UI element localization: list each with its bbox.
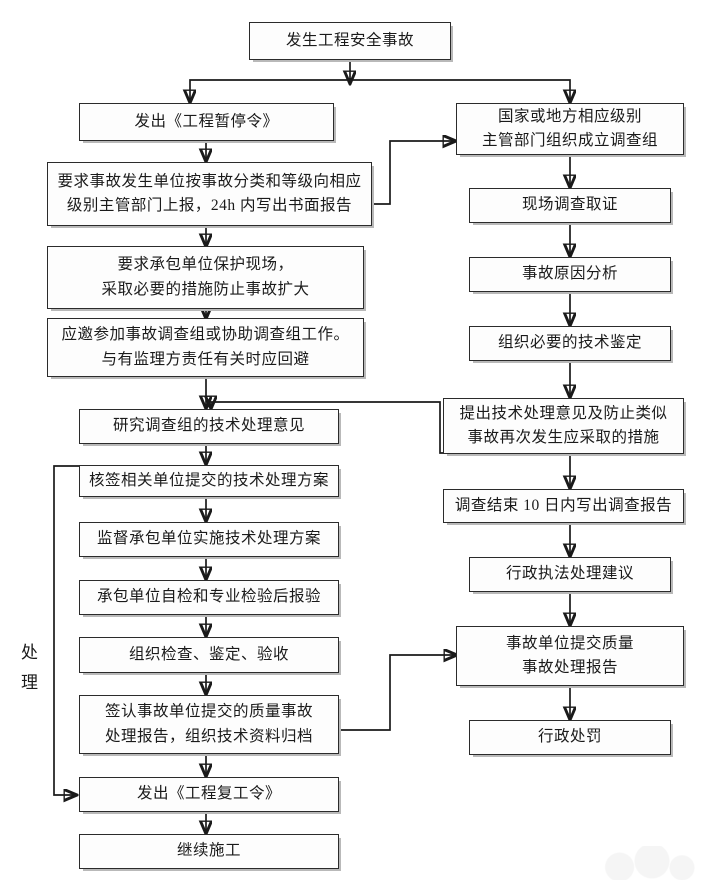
node-join-investigation[interactable]: 应邀参加事故调查组或协助调查组工作。 与有监理方责任有关时应回避 — [47, 318, 364, 377]
node-accident-label: 发生工程安全事故 — [285, 31, 414, 49]
node-protect-site[interactable]: 要求承包单位保护现场， 采取必要的措施防止事故扩大 — [47, 246, 364, 309]
node-self-inspection[interactable]: 承包单位自检和专业检验后报验 — [79, 580, 339, 615]
node-continue-work[interactable]: 继续施工 — [79, 834, 339, 869]
node-enforcement-advice-label: 行政执法处理建议 — [505, 565, 634, 583]
node-form-team-label: 国家或地方相应级别 主管部门组织成立调查组 — [481, 107, 658, 149]
node-suspend-order[interactable]: 发出《工程暂停令》 — [79, 103, 334, 141]
node-supervise-plan-label: 监督承包单位实施技术处理方案 — [96, 530, 321, 548]
node-cause-analysis-label: 事故原因分析 — [521, 265, 618, 283]
node-study-opinion[interactable]: 研究调查组的技术处理意见 — [79, 409, 339, 444]
node-join-investigation-label: 应邀参加事故调查组或协助调查组工作。 与有监理方责任有关时应回避 — [61, 326, 350, 368]
node-organize-check[interactable]: 组织检查、鉴定、验收 — [79, 637, 339, 673]
node-study-opinion-label: 研究调查组的技术处理意见 — [112, 417, 305, 435]
node-submit-quality-report[interactable]: 事故单位提交质量 事故处理报告 — [456, 626, 684, 686]
node-supervise-plan[interactable]: 监督承包单位实施技术处理方案 — [79, 522, 339, 557]
node-sign-report[interactable]: 签认事故单位提交的质量事故 处理报告，组织技术资料归档 — [79, 695, 339, 754]
side-label-handling: 处理 — [21, 643, 39, 692]
node-countersign-plan-label: 核签相关单位提交的技术处理方案 — [88, 471, 329, 489]
node-tech-appraisal[interactable]: 组织必要的技术鉴定 — [469, 326, 671, 361]
watermark — [586, 846, 706, 880]
node-accident[interactable]: 发生工程安全事故 — [249, 22, 451, 60]
node-submit-quality-report-label: 事故单位提交质量 事故处理报告 — [505, 634, 634, 676]
node-organize-check-label: 组织检查、鉴定、验收 — [128, 645, 289, 663]
node-tech-opinion-label: 提出技术处理意见及防止类似 事故再次发生应采取的措施 — [459, 404, 668, 446]
node-tech-appraisal-label: 组织必要的技术鉴定 — [497, 334, 642, 352]
node-investigation-report[interactable]: 调查结束 10 日内写出调查报告 — [443, 489, 684, 523]
node-sign-report-label: 签认事故单位提交的质量事故 处理报告，组织技术资料归档 — [104, 703, 313, 745]
node-tech-opinion[interactable]: 提出技术处理意见及防止类似 事故再次发生应采取的措施 — [443, 398, 684, 454]
node-penalty-label: 行政处罚 — [537, 728, 602, 746]
node-suspend-order-label: 发出《工程暂停令》 — [134, 112, 279, 130]
node-site-investigation[interactable]: 现场调查取证 — [469, 188, 671, 223]
node-cause-analysis[interactable]: 事故原因分析 — [469, 257, 671, 292]
node-investigation-report-label: 调查结束 10 日内写出调查报告 — [454, 496, 673, 514]
node-report-24h-label: 要求事故发生单位按事故分类和等级向相应 级别主管部门上报，24h 内写出书面报告 — [57, 172, 362, 214]
node-resume-order[interactable]: 发出《工程复工令》 — [79, 777, 339, 812]
node-enforcement-advice[interactable]: 行政执法处理建议 — [469, 557, 671, 592]
node-site-investigation-label: 现场调查取证 — [521, 196, 618, 214]
node-penalty[interactable]: 行政处罚 — [469, 720, 671, 755]
node-report-24h[interactable]: 要求事故发生单位按事故分类和等级向相应 级别主管部门上报，24h 内写出书面报告 — [47, 162, 372, 226]
node-countersign-plan[interactable]: 核签相关单位提交的技术处理方案 — [79, 465, 339, 497]
node-continue-work-label: 继续施工 — [176, 842, 241, 860]
node-self-inspection-label: 承包单位自检和专业检验后报验 — [96, 588, 321, 606]
node-form-team[interactable]: 国家或地方相应级别 主管部门组织成立调查组 — [456, 103, 684, 155]
node-protect-site-label: 要求承包单位保护现场， 采取必要的措施防止事故扩大 — [101, 256, 310, 298]
node-resume-order-label: 发出《工程复工令》 — [136, 785, 281, 803]
